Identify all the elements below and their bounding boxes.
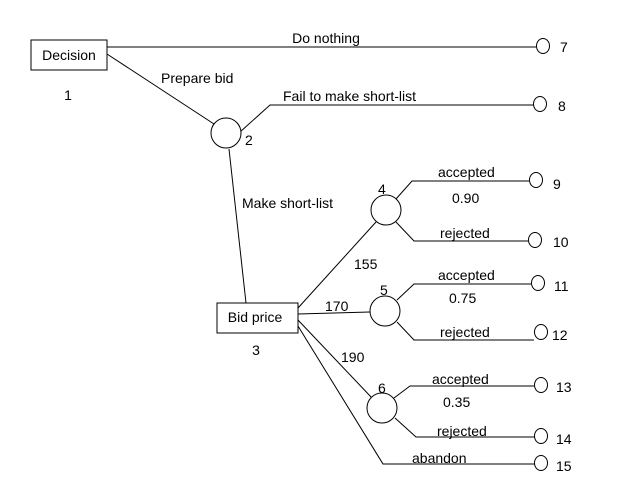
terminal-node-14 [534,428,548,444]
terminal-node-8-number: 8 [558,98,566,114]
branch-abandon-label: abandon [412,450,467,466]
terminal-node-12 [534,324,548,340]
branch-rejected-5-line [396,321,534,341]
terminal-node-10 [528,232,542,248]
terminal-node-7 [536,38,550,54]
decision-node-1-label: Decision [42,47,96,63]
branch-bid-190-line [297,319,373,399]
branch-accepted-6-label: accepted [432,371,489,387]
terminal-node-9-number: 9 [553,176,561,192]
chance-node-4 [370,194,402,226]
branch-bid-170-label: 170 [325,298,349,314]
branch-accepted-4-line [395,180,529,200]
terminal-node-10-number: 10 [553,234,569,250]
branch-bid-170-line [297,311,371,315]
chance-node-5-number: 5 [380,282,388,298]
branch-rejected-4-label: rejected [440,225,490,241]
chance-node-2 [210,117,242,149]
probability-5: 0.75 [449,290,476,306]
probability-6: 0.35 [443,394,470,410]
terminal-node-13-number: 13 [556,379,572,395]
branch-accepted-5-label: accepted [438,267,495,283]
terminal-node-15 [534,455,548,471]
chance-node-6-number: 6 [378,380,386,396]
chance-node-5 [369,295,401,327]
terminal-node-13 [534,377,548,393]
probability-4: 0.90 [452,190,479,206]
chance-node-6 [366,392,398,424]
terminal-node-8 [533,96,547,112]
terminal-node-14-number: 14 [556,431,572,447]
terminal-node-11 [531,275,545,291]
branch-bid-155-line [297,221,377,309]
branch-fail-shortlist-line [239,104,534,133]
branch-accepted-6-line [393,385,534,399]
chance-node-4-number: 4 [378,181,386,197]
branch-accepted-4-label: accepted [438,164,495,180]
branch-bid-190-label: 190 [341,349,365,365]
terminal-node-11-number: 11 [554,278,569,294]
terminal-node-12-number: 12 [552,327,568,343]
branch-make-shortlist-line [228,148,247,304]
branch-do-nothing-label: Do nothing [292,30,360,46]
branch-abandon-line [297,325,535,465]
decision-node-1-number: 1 [64,87,72,103]
branch-rejected-6-label: rejected [437,423,487,439]
decision-node-1 [30,39,108,71]
branch-rejected-4-line [395,221,528,242]
branch-accepted-5-line [396,283,531,301]
branch-fail-shortlist-label: Fail to make short-list [283,88,416,104]
branch-rejected-6-line [394,417,535,438]
decision-node-3-label: Bid price [228,309,283,325]
branch-bid-155-label: 155 [354,256,378,272]
decision-node-3 [216,302,299,334]
branch-prepare-bid-label: Prepare bid [161,70,233,86]
branch-rejected-5-label: rejected [440,324,490,340]
branch-prepare-bid-line [106,53,215,125]
terminal-node-15-number: 15 [556,458,572,474]
terminal-node-9 [529,172,543,188]
terminal-node-7-number: 7 [560,39,568,55]
chance-node-2-number: 2 [245,132,253,148]
branch-make-shortlist-label: Make short-list [242,195,333,211]
decision-node-3-number: 3 [252,342,260,358]
